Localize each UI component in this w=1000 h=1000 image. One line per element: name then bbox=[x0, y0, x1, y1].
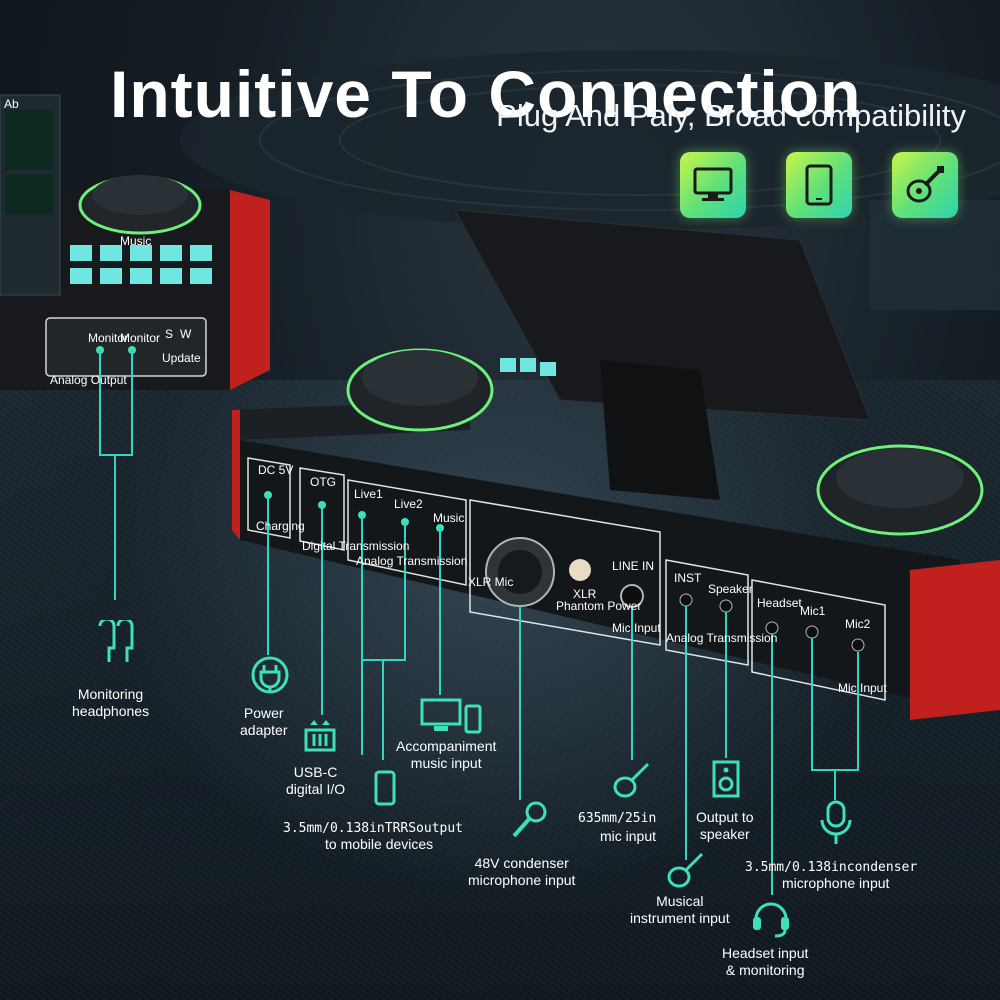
monitoring-headphones-label: Monitoring headphones bbox=[72, 686, 150, 719]
live1-label: Live1 bbox=[354, 487, 383, 501]
otg-label: OTG bbox=[310, 475, 336, 489]
tablet-badge bbox=[786, 152, 852, 218]
monitor-icon bbox=[693, 167, 733, 201]
live-sub-label: Analog Transmission bbox=[356, 554, 467, 568]
main-device bbox=[232, 209, 1000, 720]
callout-lines bbox=[99, 350, 859, 895]
power-plug-icon bbox=[251, 656, 289, 694]
port-monitor-1: Monitor bbox=[88, 331, 128, 345]
output-speaker-label: Output to speaker bbox=[696, 809, 754, 842]
line-in-label: LINE IN bbox=[612, 559, 654, 573]
inst-label: INST bbox=[674, 571, 702, 585]
musical-instrument-icon bbox=[667, 852, 704, 888]
mic-input-label-2: Mic Input bbox=[838, 681, 887, 695]
condenser-48v-label: 48V condenser microphone input bbox=[468, 855, 576, 888]
tablet-icon bbox=[805, 164, 833, 206]
live2-label: Live2 bbox=[394, 497, 423, 511]
phone-icon bbox=[374, 770, 396, 806]
microphone-icon bbox=[512, 801, 547, 838]
speaker-label: Speaker bbox=[708, 582, 753, 596]
mic-635-label: 635mm/25in bbox=[578, 811, 657, 826]
speaker-icon bbox=[712, 760, 740, 798]
analog-trans-label: Analog Transmission bbox=[666, 631, 777, 645]
accompaniment-label: Accompaniment music input bbox=[396, 738, 497, 771]
monitor-badge bbox=[680, 152, 746, 218]
headset-monitoring-label: Headset input & monitoring bbox=[722, 945, 809, 978]
trrs-output-label: 3.5mm/0.138inTRRSoutput bbox=[283, 821, 464, 836]
dc-5v-label: DC 5V bbox=[258, 463, 293, 477]
knob-label: Music bbox=[120, 234, 151, 248]
mic-635-sub-label: mic input bbox=[600, 828, 657, 844]
earbuds-icon bbox=[98, 620, 134, 662]
page-title: Intuitive To Connection bbox=[110, 57, 862, 132]
computer-tablet-icon bbox=[420, 698, 482, 734]
port-s: S bbox=[165, 327, 173, 341]
port-labels: Monitor Monitor S W Update Analog Output… bbox=[4, 97, 887, 695]
phantom-label: Phantom Power bbox=[556, 599, 641, 613]
page-subtitle: Plug And Paly, Broad compatibility bbox=[496, 98, 966, 133]
condenser-35-label: 3.5mm/0.138incondenser bbox=[745, 860, 918, 875]
condenser-mic-icon bbox=[820, 800, 852, 844]
screen-text: Ab bbox=[4, 97, 19, 111]
headset-label: Headset bbox=[757, 596, 802, 610]
charging-label: Charging bbox=[256, 519, 305, 533]
trrs-output-sub-label: to mobile devices bbox=[325, 836, 434, 852]
xlr-label: XLR bbox=[573, 587, 597, 601]
mic2-label: Mic2 bbox=[845, 617, 871, 631]
power-adapter-label: Power adapter bbox=[240, 705, 288, 738]
instrument-input-label: Musical instrument input bbox=[630, 893, 730, 926]
xlr-mic-label: XLR Mic bbox=[468, 575, 513, 589]
condenser-35-sub-label: microphone input bbox=[782, 875, 890, 891]
usb-c-icon bbox=[304, 720, 336, 752]
music-label: Music bbox=[433, 511, 464, 525]
otg-sub-label: Digital Transmission bbox=[302, 539, 409, 553]
mic-input-label-1: Mic Input bbox=[612, 621, 661, 635]
left-device bbox=[0, 94, 270, 390]
port-monitor-2: Monitor bbox=[120, 331, 160, 345]
usb-c-label: USB-C digital I/O bbox=[286, 764, 346, 797]
analog-output-label: Analog Output bbox=[50, 373, 127, 387]
compatibility-badges bbox=[680, 152, 958, 218]
port-w: W bbox=[180, 327, 192, 341]
port-update: Update bbox=[162, 351, 201, 365]
guitar-input-icon bbox=[613, 762, 650, 798]
guitar-badge bbox=[892, 152, 958, 218]
mic1-label: Mic1 bbox=[800, 604, 826, 618]
guitar-icon bbox=[906, 166, 944, 203]
headset-icon bbox=[753, 902, 789, 938]
